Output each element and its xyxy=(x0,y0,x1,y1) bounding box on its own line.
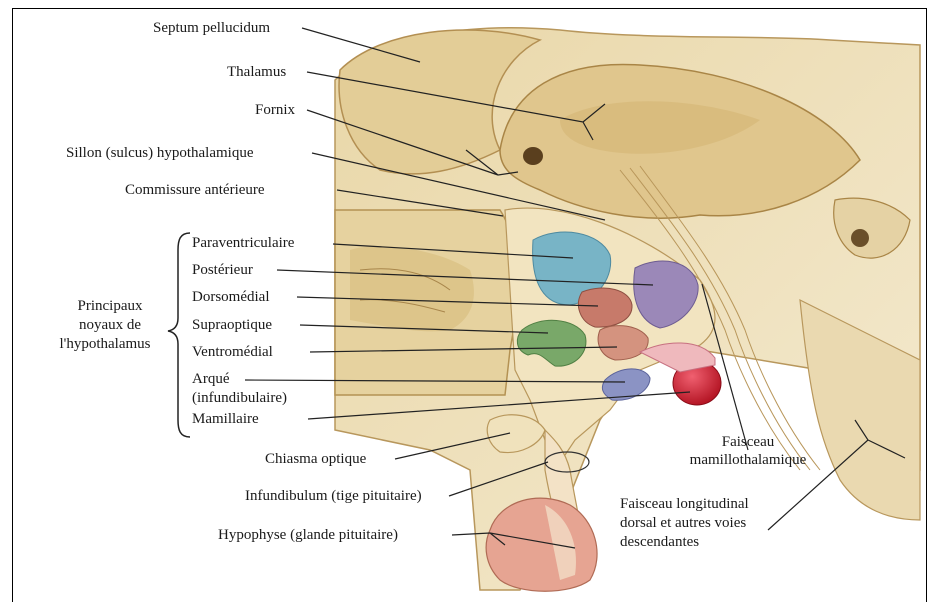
label-arque-1: Arqué xyxy=(192,370,230,388)
label-principaux-3: l'hypothalamus xyxy=(48,335,162,353)
label-infundibulum: Infundibulum (tige pituitaire) xyxy=(245,487,422,505)
label-fornix: Fornix xyxy=(255,101,295,119)
label-ventromedial: Ventromédial xyxy=(192,343,273,361)
label-dorsomedial: Dorsomédial xyxy=(192,288,269,306)
label-faisceau-mam-1: Faisceau xyxy=(668,433,828,451)
label-sillon: Sillon (sulcus) hypothalamique xyxy=(66,144,253,162)
label-paraventriculaire: Paraventriculaire xyxy=(192,234,294,252)
label-posterieur: Postérieur xyxy=(192,261,253,279)
hypophyse xyxy=(486,498,597,591)
label-thalamus: Thalamus xyxy=(227,63,286,81)
label-hypophyse: Hypophyse (glande pituitaire) xyxy=(218,526,398,544)
bracket xyxy=(168,233,190,437)
label-faisceau-long-2: dorsal et autres voies xyxy=(620,514,746,532)
label-commissure: Commissure antérieure xyxy=(125,181,265,199)
label-chiasma: Chiasma optique xyxy=(265,450,366,468)
label-principaux-2: noyaux de xyxy=(58,316,162,334)
label-faisceau-long-3: descendantes xyxy=(620,533,699,551)
label-arque-2: (infundibulaire) xyxy=(192,389,287,407)
label-faisceau-long-1: Faisceau longitudinal xyxy=(620,495,749,513)
label-mamillaire: Mamillaire xyxy=(192,410,259,428)
label-faisceau-mam-2: mamillothalamique xyxy=(668,451,828,469)
label-principaux-1: Principaux xyxy=(58,297,162,315)
label-septum: Septum pellucidum xyxy=(153,19,270,37)
label-supraoptique: Supraoptique xyxy=(192,316,272,334)
